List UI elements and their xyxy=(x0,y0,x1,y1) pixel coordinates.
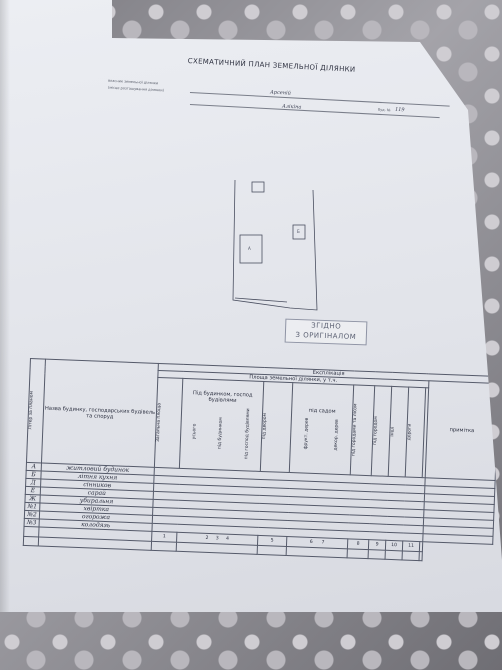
building-b-outline xyxy=(292,224,306,240)
front-boundary xyxy=(234,297,288,303)
col-sub-total: усього xyxy=(191,423,198,440)
site-plan-drawing: А Б xyxy=(225,170,325,311)
col-name-header: Назва будинку, господарських будівель та… xyxy=(41,359,159,468)
explication-table-wrapper: Літер за планом Назва будинку, господарс… xyxy=(23,358,500,566)
owner-handwritten: Арсеній xyxy=(269,89,292,97)
col-total-area: Загальна площа xyxy=(154,377,183,469)
under-buildings-group: Під будинком, господ будівлями усього пі… xyxy=(179,378,264,472)
house-number-value: 119 xyxy=(394,106,405,114)
owner-label: власник земельної ділянки xyxy=(107,78,159,86)
building-a-outline xyxy=(239,234,263,264)
col-roads: дороги xyxy=(405,387,426,478)
sheet-edge-shadow xyxy=(0,0,10,612)
site-plan-svg: А Б xyxy=(232,179,318,311)
col-sub-fruit: фрукт. дерев xyxy=(303,417,310,450)
location-label: (місце розташування ділянки) xyxy=(107,85,165,93)
house-number-label: буд. № xyxy=(377,107,391,113)
col-sub-decor: декор. дерев xyxy=(333,418,340,451)
outbuilding-top xyxy=(251,181,265,193)
certified-stamp: ЗГІДНО З ОРИГІНАЛОМ xyxy=(284,318,368,346)
explication-table: Літер за планом Назва будинку, господарс… xyxy=(23,358,500,564)
header-underline-1 xyxy=(189,92,450,107)
col-sub-outbuildings: під господ будівлями xyxy=(244,408,252,460)
notes-header: примітка xyxy=(424,380,499,481)
building-a-letter: А xyxy=(248,246,251,251)
stamp-line-2: З ОРИГІНАЛОМ xyxy=(295,330,357,342)
garden-group: під садом фрукт. дерев декор. дерев xyxy=(289,382,354,475)
plot-boundary xyxy=(232,179,318,311)
location-handwritten: Алікіна xyxy=(281,103,302,111)
col-sub-house: під будинком xyxy=(218,416,225,449)
building-b-letter: Б xyxy=(297,229,300,234)
col-under-yard: під двором xyxy=(260,381,293,473)
document-title: СХЕМАТИЧНИЙ ПЛАН ЗЕМЕЛЬНОЇ ДІЛЯНКИ xyxy=(187,57,356,74)
